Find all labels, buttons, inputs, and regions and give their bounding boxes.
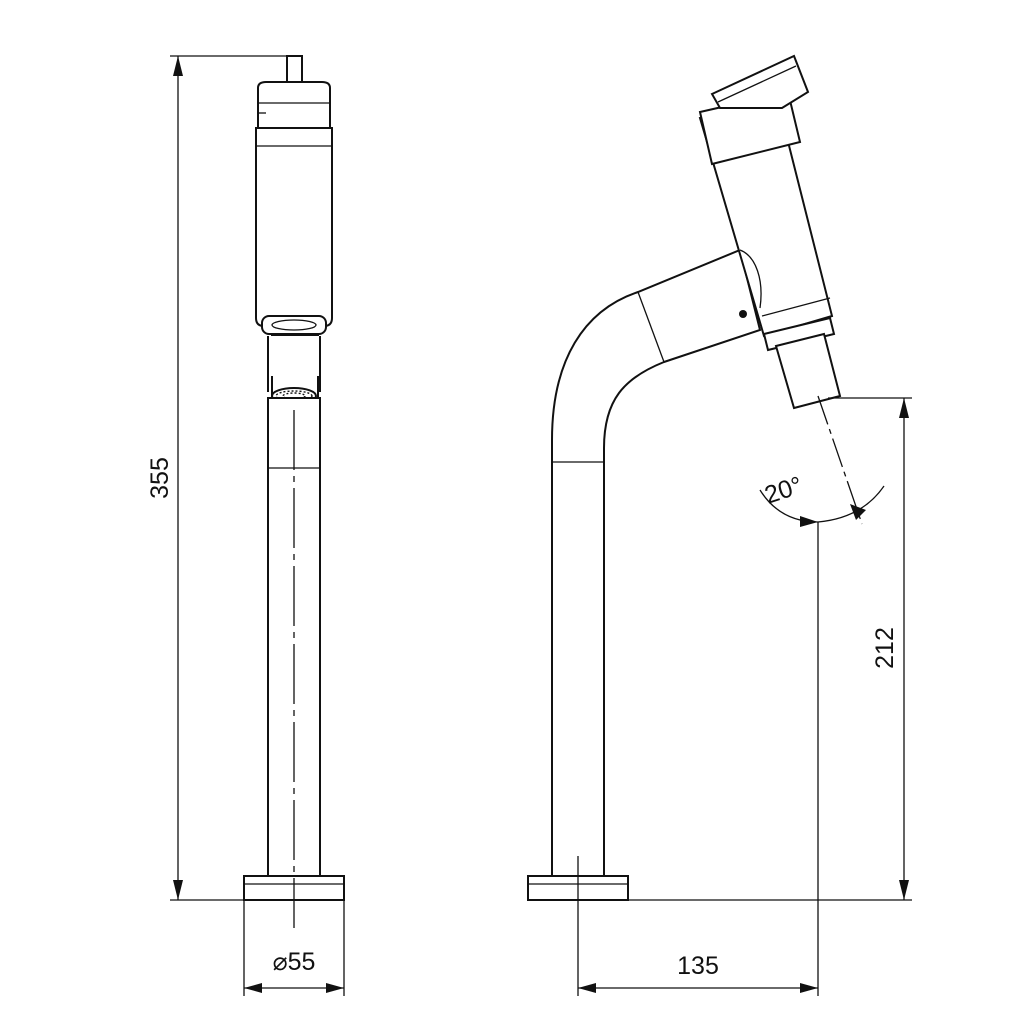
- overall-height-label: 355: [146, 457, 174, 499]
- front-view: [243, 55, 345, 928]
- front-cap: [257, 81, 331, 129]
- dimension-base-diameter: ⌀55: [243, 900, 345, 996]
- projection-label: 135: [677, 952, 719, 980]
- front-body-cylinder: [255, 127, 333, 327]
- dimension-outlet-height: 212: [628, 397, 912, 901]
- dimension-projection: 135: [577, 522, 819, 996]
- side-spout-pipe: [551, 248, 762, 877]
- angle-annotation: 20°: [759, 471, 885, 527]
- front-outlet-ring: [261, 315, 327, 335]
- side-outlet-collar: [762, 316, 836, 352]
- side-outlet-axis: [817, 395, 863, 525]
- outlet-height-label: 212: [871, 627, 899, 669]
- base-diameter-label: ⌀55: [273, 948, 316, 976]
- angle-label: 20°: [761, 471, 806, 509]
- side-outlet-nozzle: [774, 332, 842, 410]
- side-set-screw: [739, 310, 747, 318]
- side-view: [527, 54, 863, 912]
- dimension-overall-height: 355: [146, 55, 287, 901]
